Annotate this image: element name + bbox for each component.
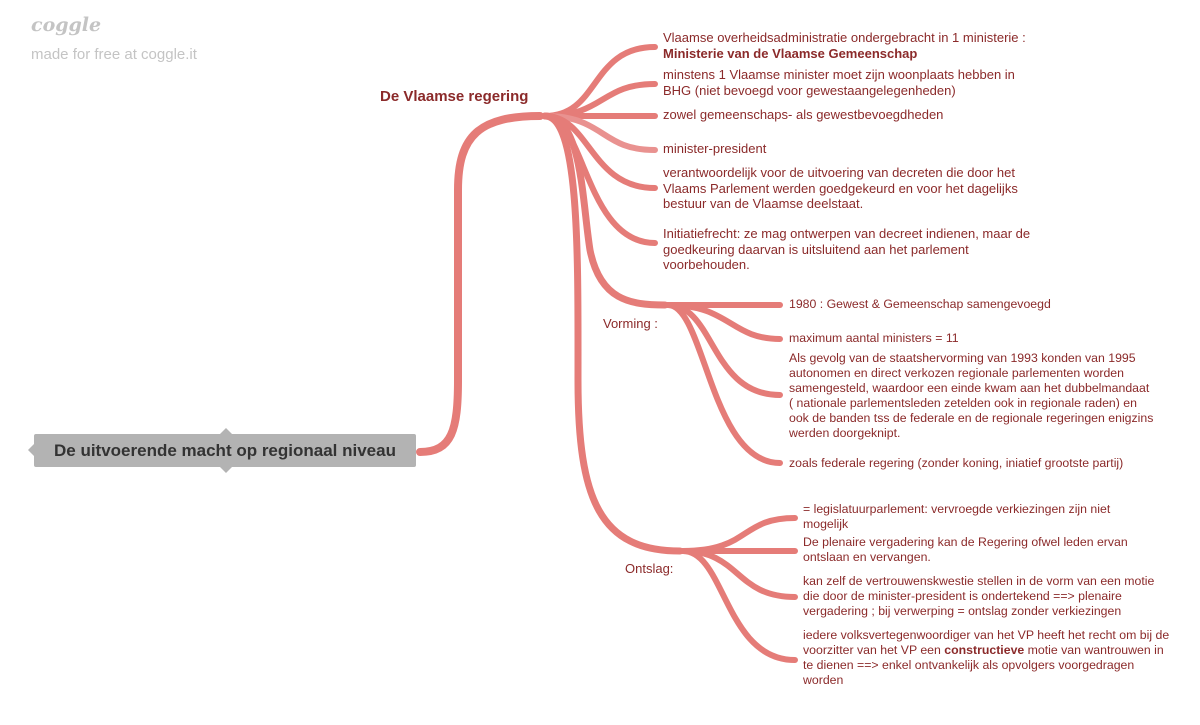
node-vorming[interactable]: Vorming :	[603, 316, 658, 331]
branch-ontslag-3	[680, 548, 798, 600]
node-item-5[interactable]: verantwoordelijk voor de uitvoering van …	[663, 165, 1018, 211]
node-ontslag[interactable]: Ontslag:	[625, 561, 674, 576]
node-vorming-4[interactable]: zoals federale regering (zonder koning, …	[789, 456, 1124, 470]
node-ontslag-1[interactable]: = legislatuurparlement: vervroegde verki…	[803, 502, 1111, 531]
node-vorming-3[interactable]: Als gevolg van de staatshervorming van 1…	[789, 351, 1154, 440]
root-node[interactable]: De uitvoerende macht op regionaal niveau	[34, 428, 416, 473]
node-item-3[interactable]: zowel gemeenschaps- als gewestbevoegdhed…	[663, 107, 944, 122]
node-text-bold: constructieve	[944, 643, 1025, 657]
node-vorming-2[interactable]: maximum aantal ministers = 11	[789, 331, 959, 345]
node-text: motie van wantrouwen in te dienen ==> en…	[803, 643, 1164, 687]
branch-vorming	[541, 112, 669, 309]
branch-root-to-regering	[416, 112, 544, 456]
root-left-handle	[28, 444, 34, 456]
node-item-2[interactable]: minstens 1 Vlaamse minister moet zijn wo…	[663, 67, 1015, 98]
branch-vorming-4	[665, 302, 783, 466]
node-item-1[interactable]: Vlaamse overheidsadministratie ondergebr…	[663, 30, 1033, 61]
branch-vorming-2	[665, 302, 783, 342]
node-item-6[interactable]: Initiatiefrecht: ze mag ontwerpen van de…	[663, 226, 1031, 272]
node-ontslag-4[interactable]: iedere volksvertegenwoordiger van het VP…	[803, 628, 1173, 688]
branch-ontslag	[541, 112, 684, 555]
branch-ontslag-4	[680, 548, 798, 663]
node-text: iedere volksvertegenwoordiger van het VP…	[803, 628, 1170, 657]
node-vlaamse-regering[interactable]: De Vlaamse regering	[380, 88, 529, 105]
node-vorming-1[interactable]: 1980 : Gewest & Gemeenschap samengevoegd	[789, 297, 1051, 311]
node-item-4[interactable]: minister-president	[663, 141, 767, 156]
made-with-coggle-link[interactable]: made for free at coggle.it	[31, 46, 197, 63]
node-text: Vlaamse overheidsadministratie ondergebr…	[663, 30, 1026, 45]
branch-item-1	[542, 44, 658, 119]
coggle-logo: coggle	[31, 14, 102, 36]
branch-ontslag-1	[680, 515, 798, 554]
node-ontslag-2[interactable]: De plenaire vergadering kan de Regering …	[803, 535, 1128, 564]
branch-vorming-3	[665, 302, 783, 398]
node-text-bold: Ministerie van de Vlaamse Gemeenschap	[663, 45, 918, 61]
node-ontslag-3[interactable]: kan zelf de vertrouwenskwestie stellen i…	[803, 574, 1155, 618]
